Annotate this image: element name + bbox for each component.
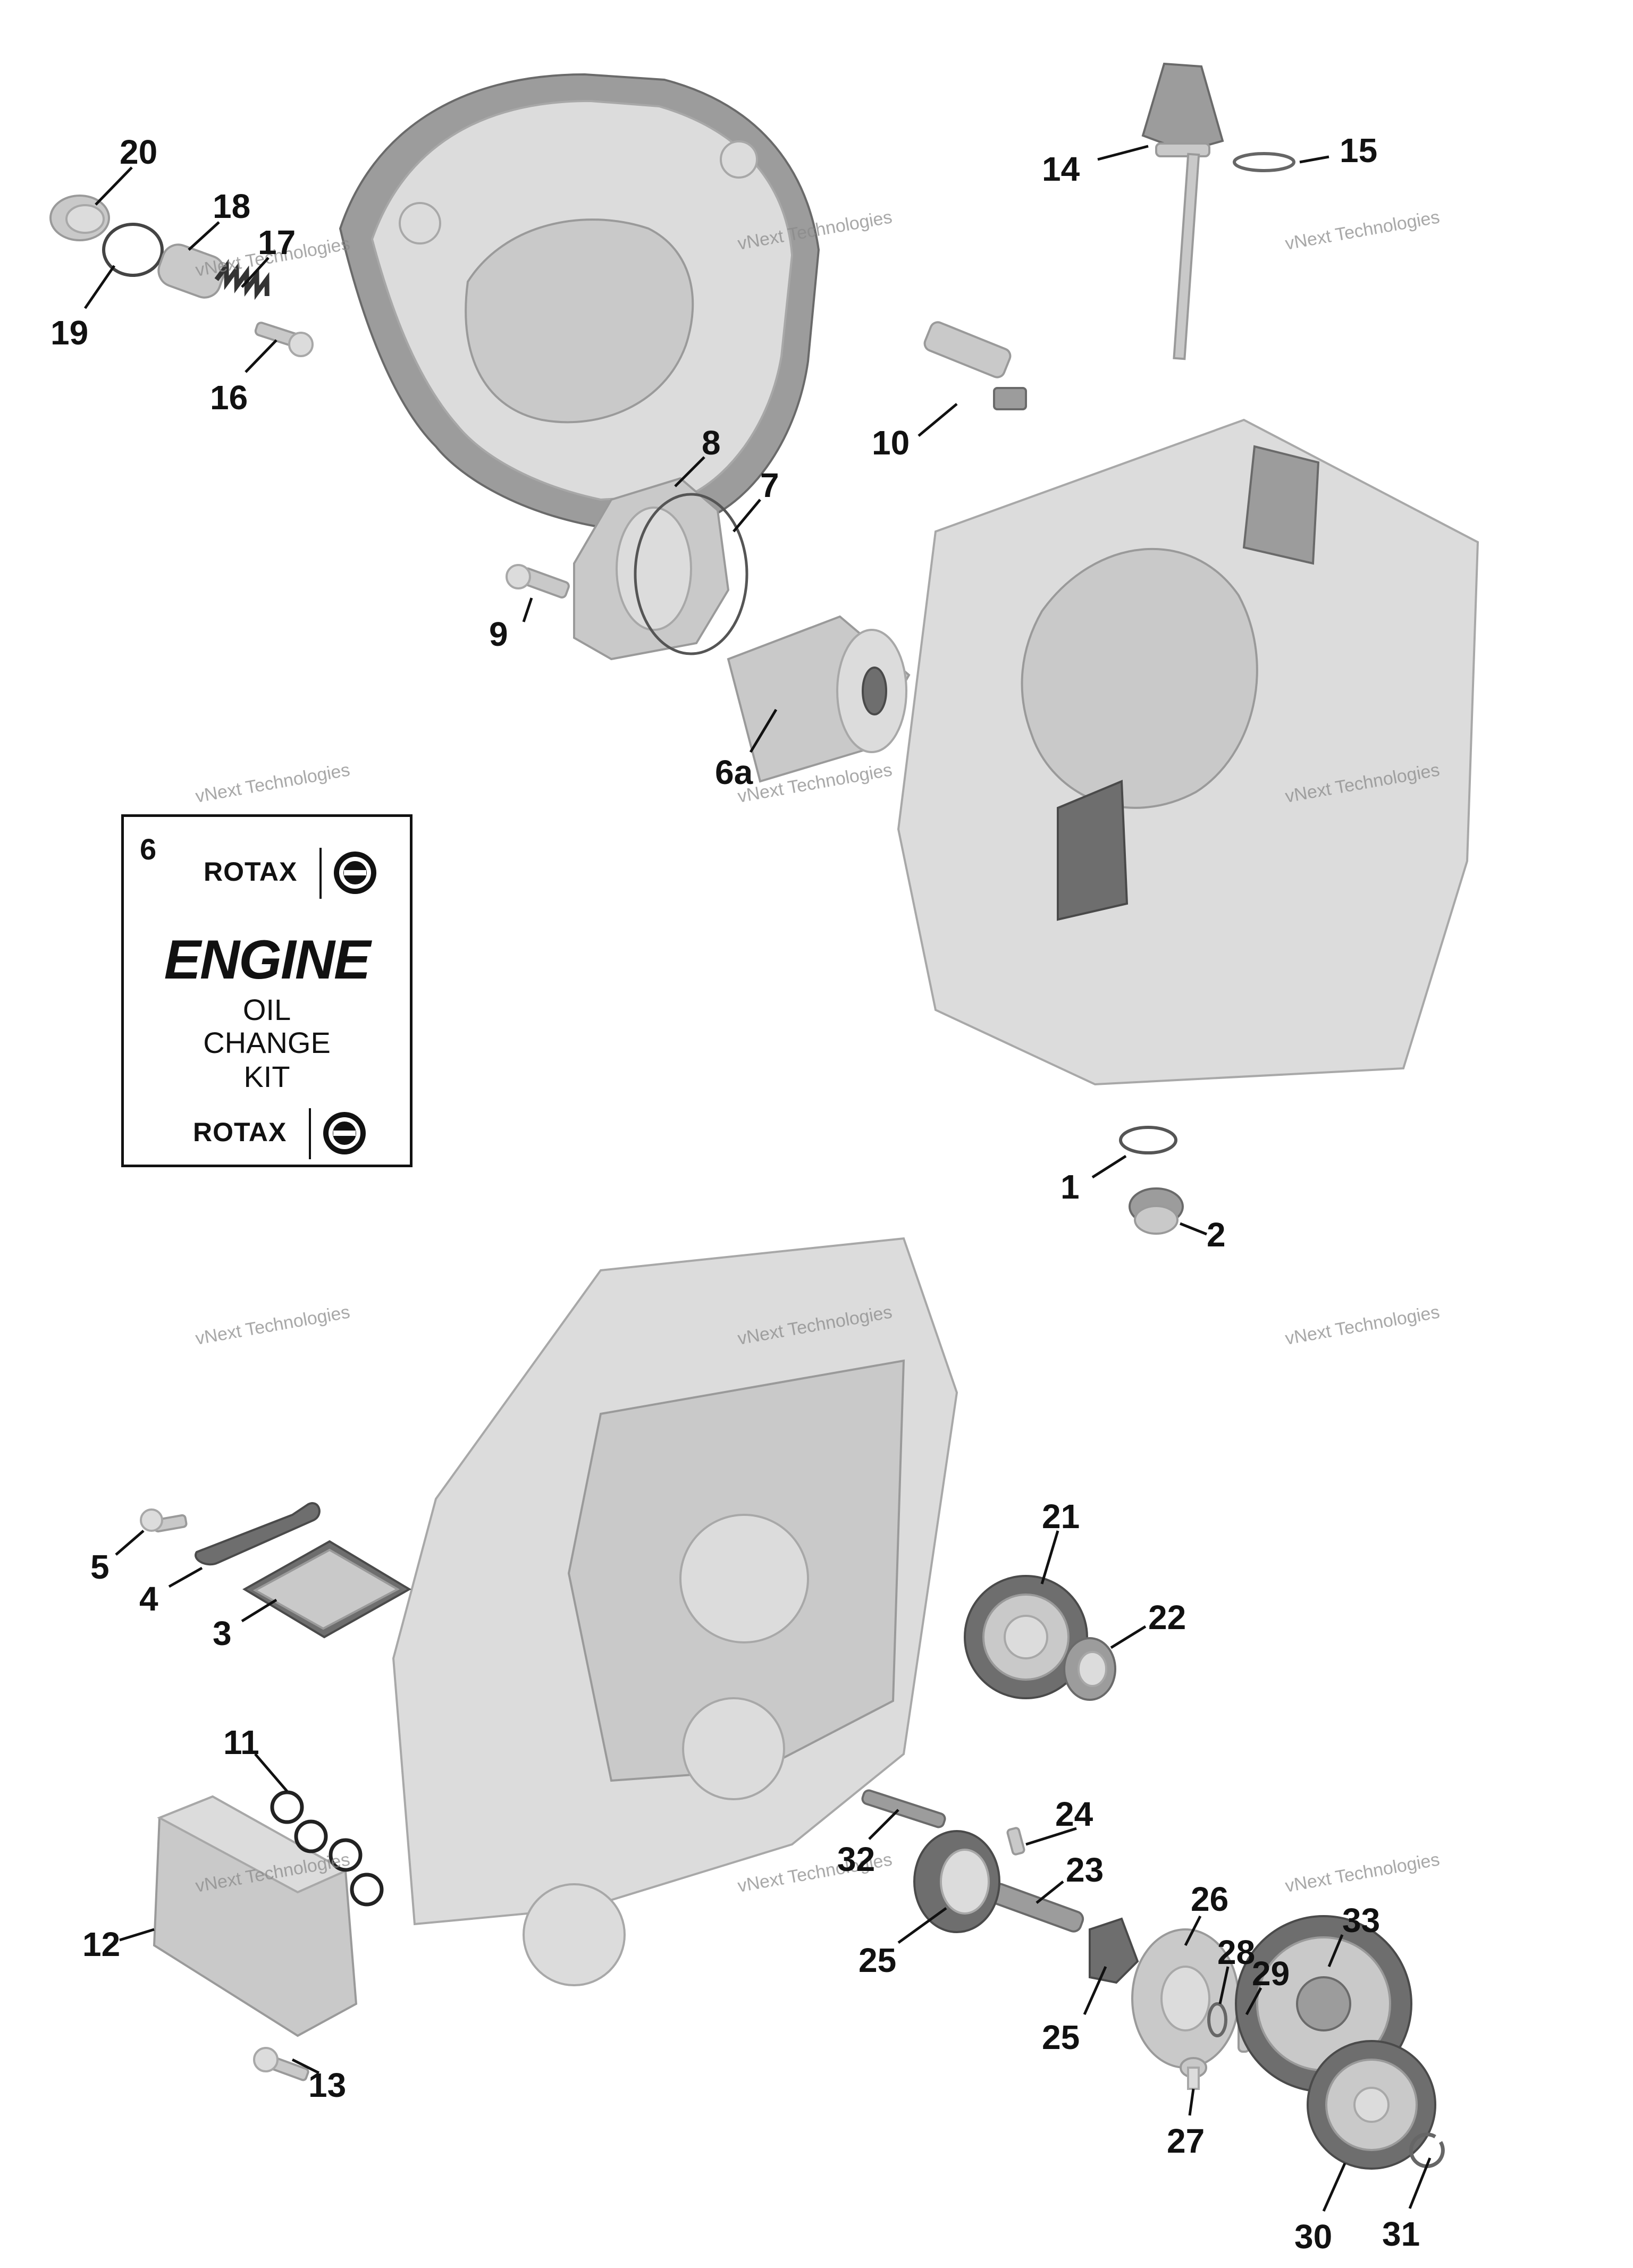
callout-27: 27 [1167,2122,1205,2160]
callout-2: 2 [1207,1216,1226,1254]
callout-15: 15 [1340,131,1377,170]
callout-24: 24 [1055,1795,1093,1833]
callout-33: 33 [1342,1901,1380,1940]
kit-line-change: CHANGE [203,1026,331,1059]
callout-5: 5 [90,1548,110,1586]
circlip [1409,2132,1445,2169]
crankcase-upper-half [897,418,1479,1086]
watermark-small: vNext Technologies [1284,1302,1441,1349]
oil-strainer [242,1540,411,1639]
bolt-9 [506,564,570,598]
callout-25: 25 [858,1941,896,1979]
oil-cooler [153,1795,358,2037]
callout-32: 32 [837,1840,875,1878]
callout-12: 12 [82,1925,120,1963]
drain-plug-o-ring [1119,1126,1177,1154]
kit-callout-number: 6 [140,832,157,866]
brp-logo-icon [334,851,376,894]
brand-wordmark: ROTAX [193,1117,287,1147]
callout-3: 3 [213,1614,232,1652]
callout-14: 14 [1042,150,1080,188]
oil-pressure-sensor [923,321,1027,410]
callout-16: 16 [210,378,248,417]
relief-valve-spring [214,259,270,300]
callout-31: 31 [1382,2215,1420,2253]
oil-filter-o-ring [634,493,748,655]
watermark-small: vNext Technologies [1284,1849,1441,1896]
callout-17: 17 [258,223,296,262]
strainer-retaining-plate [195,1502,321,1566]
callout-labels: 20 18 17 19 16 14 15 10 8 7 9 6a 1 2 5 4… [50,131,1420,2256]
callout-4: 4 [139,1580,158,1618]
inner-pump-rotor [1089,1917,1139,1984]
brand-wordmark: ROTAX [204,857,298,887]
oil-filter [727,615,911,783]
intermediate-gear [964,1575,1088,1699]
kit-title: ENGINE [164,929,371,991]
kit-line-oil: OIL [242,993,291,1026]
brand-separator [309,1108,311,1159]
pump-screw [1180,2057,1207,2090]
gear-bearing [1063,1637,1116,1701]
callout-7: 7 [760,466,779,504]
dipstick-o-ring [1233,152,1295,172]
callout-25-lower: 25 [1042,2018,1080,2056]
callout-8: 8 [702,424,721,462]
callout-13: 13 [308,2066,346,2104]
callout-1: 1 [1060,1168,1080,1206]
callout-19: 19 [50,314,88,352]
outer-pump-rotor [913,1830,1000,1933]
brp-logo-icon [323,1112,366,1154]
plug-screw [49,195,110,241]
callout-11: 11 [223,1723,259,1761]
strainer-bolt [140,1508,188,1533]
callout-22: 22 [1148,1598,1186,1637]
brand-row-bottom: ROTAX [124,1104,410,1162]
callout-10: 10 [872,424,910,462]
drain-plug [1129,1187,1184,1235]
callout-18: 18 [213,187,250,225]
relief-valve-piston [157,243,225,299]
oil-cooler-bolt [253,2047,309,2081]
watermark-small: vNext Technologies [194,1302,351,1349]
callout-29: 29 [1252,1954,1290,1993]
relief-valve-bolt [254,322,314,357]
oil-cooler-gasket [270,1790,384,1907]
pump-washer [1207,2002,1227,2037]
pump-drive-shaft [989,1883,1084,1933]
watermark-small: vNext Technologies [194,760,351,807]
callout-23: 23 [1066,1851,1104,1889]
callout-20: 20 [120,133,157,171]
oil-pump-small-gear [1307,2040,1436,2170]
callout-6a: 6a [715,753,753,791]
plug-o-ring [102,223,164,277]
oil-pump-shaft [861,1789,946,1828]
callout-21: 21 [1042,1497,1080,1536]
callout-26: 26 [1191,1880,1228,1918]
callout-30: 30 [1294,2218,1332,2256]
oil-change-kit-box: 6 ROTAX ENGINE OIL CHANGE KIT ROTAX [121,814,413,1167]
clutch-cover-housing [339,73,820,528]
brand-row-top: ROTAX [124,844,410,902]
parts-layer [49,62,1479,2170]
brand-separator [319,848,322,899]
watermark-small: vNext Technologies [1284,207,1441,254]
leader-lines [83,145,1432,2212]
dowel-pin [1006,1827,1025,1856]
oil-filter-cover [573,477,730,661]
dipstick [1141,62,1224,360]
crankcase-lower-half [392,1237,958,1986]
kit-line-kit: KIT [243,1060,290,1093]
callout-28: 28 [1217,1933,1255,1971]
callout-9: 9 [489,615,508,653]
